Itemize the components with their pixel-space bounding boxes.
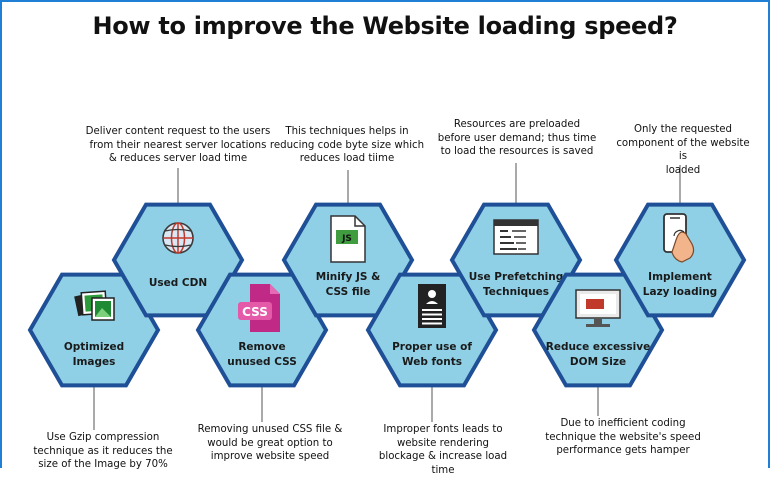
- hexagon-label-line: DOM Size: [570, 356, 626, 368]
- description-line: would be great option to: [188, 437, 352, 451]
- description-line: technique the website's speed: [532, 431, 714, 445]
- globe-icon: [163, 223, 193, 253]
- description-line: technique as it reduces the: [20, 445, 186, 459]
- font-document-icon: [418, 284, 446, 328]
- description-line: Use Gzip compression: [20, 431, 186, 445]
- js-icon-text: JS: [341, 234, 352, 244]
- css-icon-text: CSS: [242, 305, 268, 319]
- description-line: Due to inefficient coding: [532, 417, 714, 431]
- description-line: improve website speed: [188, 450, 352, 464]
- description-line: component of the website is: [614, 137, 752, 164]
- code-window-icon: [494, 220, 538, 254]
- description-line: before user demand; thus time: [430, 132, 604, 146]
- hexagon-label-line: Web fonts: [402, 356, 462, 368]
- js-file-icon: JS: [331, 216, 365, 262]
- description-line: Only the requested: [614, 123, 752, 137]
- hexagon-label-line: CSS file: [326, 286, 371, 298]
- hexagon-label-line: Images: [73, 356, 116, 368]
- description-line: This techniques helps in: [262, 125, 432, 139]
- description-line: reduces load tiime: [262, 152, 432, 166]
- description-line: blockage & increase load: [368, 450, 518, 464]
- hexagon-label-line: Implement: [648, 271, 712, 283]
- description-line: Resources are preloaded: [430, 118, 604, 132]
- hexagon-label-line: Remove: [238, 341, 285, 353]
- description-line: Deliver content request to the users: [78, 125, 278, 139]
- hexagon-label-line: Proper use of: [392, 341, 472, 353]
- hexagon-label-line: Use Prefetching: [469, 271, 564, 283]
- hexagon-label-line: Used CDN: [149, 277, 207, 289]
- hexagon-label-line: Optimized: [64, 341, 124, 353]
- description-line: Improper fonts leads to: [368, 423, 518, 437]
- description-line: & reduces server load time: [78, 152, 278, 166]
- hexagon-label-line: unused CSS: [227, 356, 297, 368]
- hexagon-label-line: Techniques: [483, 286, 549, 298]
- description-line: website rendering: [368, 437, 518, 451]
- hexagon-label-line: Minify JS &: [316, 271, 380, 283]
- description-line: to load the resources is saved: [430, 145, 604, 159]
- description-line: size of the Image by 70%: [20, 458, 186, 472]
- description-line: loaded: [614, 164, 752, 178]
- description-line: reducing code byte size which: [262, 139, 432, 153]
- description-line: Removing unused CSS file &: [188, 423, 352, 437]
- description-line: from their nearest server locations: [78, 139, 278, 153]
- hexagon-label-line: Lazy loading: [643, 286, 717, 298]
- description-remove-unused-css: Removing unused CSS file &would be great…: [188, 423, 352, 464]
- hexagon-label-line: Reduce excessive: [546, 341, 651, 353]
- description-line: time: [368, 464, 518, 477]
- description-line: performance gets hamper: [532, 444, 714, 458]
